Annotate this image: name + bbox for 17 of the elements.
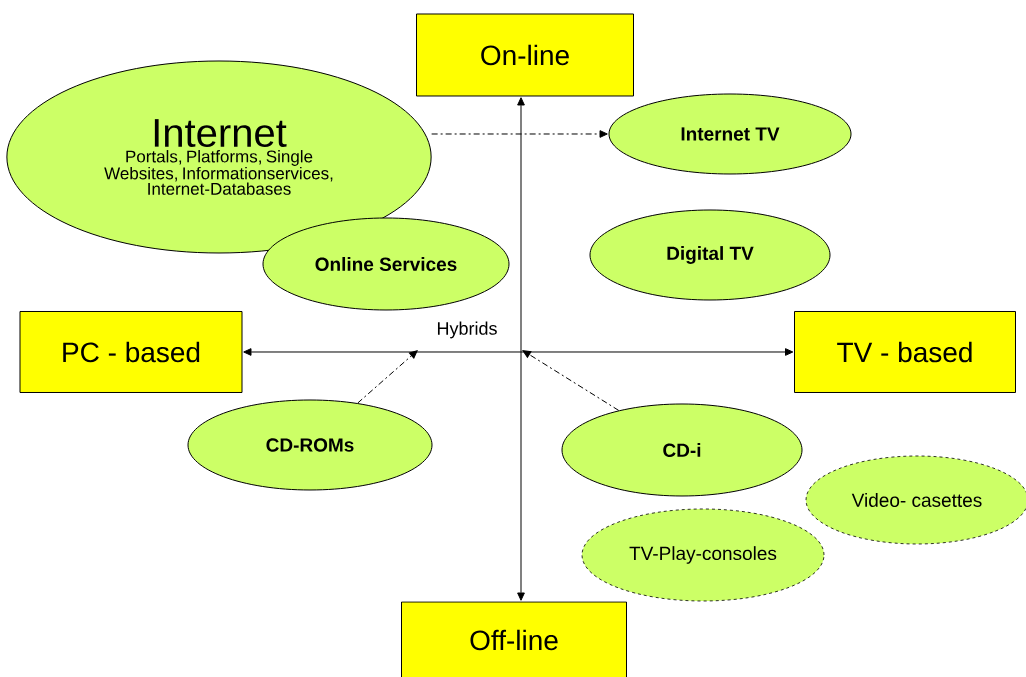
ellipse-node: Online Services: [262, 217, 510, 311]
label-box: On-line: [416, 13, 634, 97]
label-box: PC - based: [19, 311, 243, 393]
arrow: [517, 97, 525, 601]
arrow: [522, 350, 620, 411]
label-box: Off-line: [401, 601, 627, 677]
label-box: TV - based: [794, 311, 1016, 393]
arrow: [431, 130, 608, 138]
axis-label: Hybrids: [437, 321, 497, 339]
ellipse-node: CD-ROMs: [187, 399, 433, 491]
ellipse-node: Digital TV: [589, 209, 831, 301]
ellipse-node: TV-Play-consoles: [581, 508, 825, 602]
arrow: [243, 348, 794, 356]
ellipse-node: Internet TV: [608, 93, 852, 175]
arrow: [357, 350, 418, 404]
ellipse-node: Video- casettes: [805, 455, 1026, 545]
ellipse-node: CD-i: [561, 403, 803, 497]
